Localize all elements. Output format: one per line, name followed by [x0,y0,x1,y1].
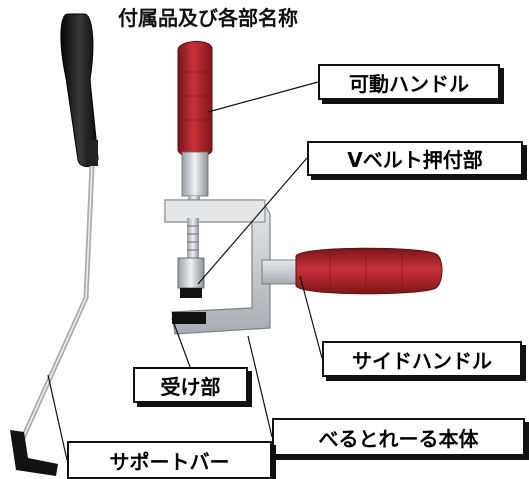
leader-lines [47,81,323,461]
label-receiver: 受け部 [133,367,248,403]
label-movable-handle: 可動ハンドル [318,64,500,100]
movable-handle [177,41,213,210]
page-title: 付属品及び各部名称 [118,6,298,30]
vbelt-press [177,218,205,298]
receiver-block [172,312,206,324]
support-bar [10,13,99,476]
label-vbelt-press: Vベルト押付部 [307,141,523,176]
label-side-handle: サイドハンドル [322,341,522,377]
label-support-bar: サポートバー [67,441,272,479]
side-handle [261,247,443,295]
label-body: べるとれーる本体 [272,418,525,456]
